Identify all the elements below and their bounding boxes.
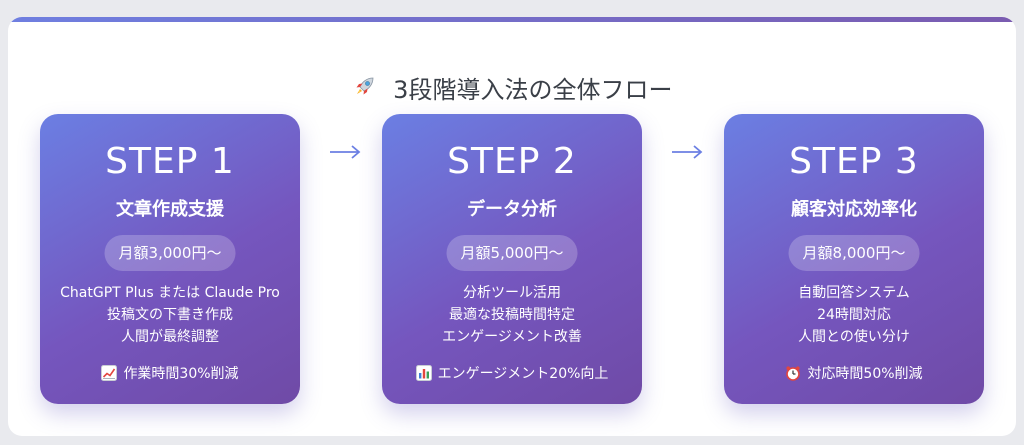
flow-header: 3段階導入法の全体フロー — [8, 73, 1016, 106]
step-title: データ分析 — [467, 199, 557, 220]
effect-text: エンゲージメント20%向上 — [437, 366, 609, 382]
feature-list: 分析ツール活用 最適な投稿時間特定 エンゲージメント改善 — [382, 282, 642, 348]
feature-item: 24時間対応 — [817, 307, 891, 323]
effect-text: 対応時間50%削減 — [807, 366, 923, 382]
step-title: 文章作成支援 — [116, 199, 224, 220]
feature-item: 投稿文の下書き作成 — [107, 307, 233, 323]
chart-increasing-icon — [101, 365, 118, 381]
step-card-3: STEP 3 顧客対応効率化 月額8,000円〜 自動回答システム 24時間対応… — [724, 114, 984, 404]
price-badge: 月額8,000円〜 — [788, 235, 920, 271]
step-number: STEP 2 — [447, 141, 577, 182]
flow-title: 3段階導入法の全体フロー — [393, 76, 673, 104]
price-badge: 月額5,000円〜 — [446, 235, 578, 271]
feature-item: 人間が最終調整 — [121, 329, 219, 345]
alarm-clock-icon — [785, 365, 801, 381]
step-number: STEP 1 — [105, 141, 235, 182]
feature-item: 分析ツール活用 — [463, 285, 561, 301]
step-title: 顧客対応効率化 — [791, 199, 917, 220]
step-card-1: STEP 1 文章作成支援 月額3,000円〜 ChatGPT Plus または… — [40, 114, 300, 404]
arrow-right-icon — [670, 142, 704, 162]
effect-line: エンゲージメント20%向上 — [382, 364, 642, 384]
feature-list: 自動回答システム 24時間対応 人間との使い分け — [724, 282, 984, 348]
feature-item: 自動回答システム — [798, 285, 910, 301]
effect-line: 対応時間50%削減 — [724, 364, 984, 384]
effect-text: 作業時間30%削減 — [123, 366, 239, 382]
rocket-icon — [352, 74, 378, 106]
bar-chart-icon — [415, 365, 432, 381]
feature-item: 最適な投稿時間特定 — [449, 307, 575, 323]
feature-list: ChatGPT Plus または Claude Pro 投稿文の下書き作成 人間… — [40, 282, 300, 348]
feature-item: ChatGPT Plus または Claude Pro — [60, 285, 280, 301]
feature-item: 人間との使い分け — [798, 329, 910, 345]
effect-line: 作業時間30%削減 — [40, 364, 300, 384]
arrow-right-icon — [328, 142, 362, 162]
price-badge: 月額3,000円〜 — [104, 235, 236, 271]
flow-panel: 3段階導入法の全体フロー STEP 1 文章作成支援 月額3,000円〜 Cha… — [8, 17, 1016, 436]
step-card-2: STEP 2 データ分析 月額5,000円〜 分析ツール活用 最適な投稿時間特定… — [382, 114, 642, 404]
panel-accent-bar — [8, 17, 1016, 22]
step-number: STEP 3 — [789, 141, 919, 182]
feature-item: エンゲージメント改善 — [442, 329, 582, 345]
